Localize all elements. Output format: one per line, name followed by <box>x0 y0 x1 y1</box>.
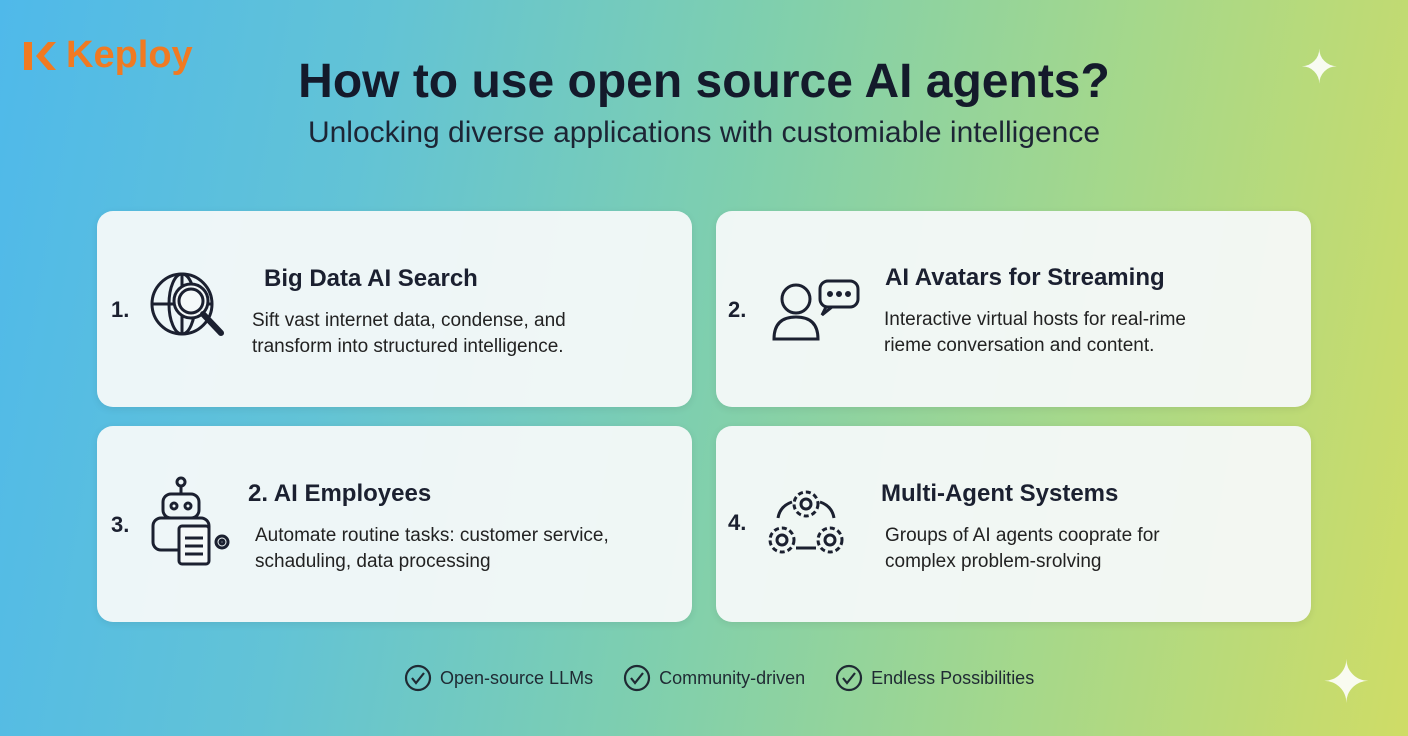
card-number: 2. <box>728 297 747 322</box>
robot-clipboard-icon <box>151 476 230 566</box>
check-circle-icon <box>404 664 432 692</box>
card-ai-employees: 3. 2. AI Employees Automate routine task… <box>97 426 692 622</box>
page-subtitle: Unlocking diverse applications with cust… <box>307 116 1101 149</box>
feature-item: Community-driven <box>623 664 805 692</box>
card-number: 4. <box>728 510 747 535</box>
card-title: Big Data AI Search <box>264 265 478 292</box>
card-description: Groups of AI agents cooprate for complex … <box>885 523 1160 575</box>
desc-line: schaduling, data processing <box>255 551 491 572</box>
page-title: How to use open source AI agents? <box>298 55 1110 108</box>
keploy-logo-icon <box>24 41 56 70</box>
desc-line: rieme conversation and content. <box>884 335 1155 356</box>
check-circle-icon <box>623 664 651 692</box>
card-title: AI Avatars for Streaming <box>885 264 1165 291</box>
sparkle-icon: ✦ <box>1322 650 1371 715</box>
card-ai-avatars: 2. AI Avatars for Streaming Interactive … <box>716 211 1311 407</box>
card-big-data-ai-search: 1. Big Data AI Search Sift vast internet… <box>97 211 692 407</box>
desc-line: Groups of AI agents cooprate for <box>885 525 1160 546</box>
feature-label: Endless Possibilities <box>871 667 1035 688</box>
card-description: Automate routine tasks: customer service… <box>255 523 609 575</box>
gears-icon <box>768 490 844 554</box>
card-number: 3. <box>111 512 130 537</box>
desc-line: transform into structured intelligence. <box>252 336 564 357</box>
globe-search-icon <box>150 272 224 336</box>
card-title: 2. AI Employees <box>248 480 432 507</box>
card-multi-agent-systems: 4. Multi-Agent Systems Groups of AI agen… <box>716 426 1311 622</box>
card-description: Interactive virtual hosts for real-rime r… <box>884 307 1186 359</box>
feature-label: Community-driven <box>659 667 806 688</box>
feature-list: Open-source LLMs Community-driven Endles… <box>404 664 1034 692</box>
sparkle-icon: ✦ <box>1300 41 1339 93</box>
desc-line: complex problem-srolving <box>885 551 1102 572</box>
feature-item: Open-source LLMs <box>404 664 593 692</box>
brand-name: Keploy <box>66 34 193 76</box>
desc-line: Interactive virtual hosts for real-rime <box>884 309 1186 330</box>
avatar-chat-icon <box>772 279 860 341</box>
desc-line: Sift vast internet data, condense, and <box>252 310 566 331</box>
desc-line: Automate routine tasks: customer service… <box>255 525 609 546</box>
feature-item: Endless Possibilities <box>835 664 1034 692</box>
keploy-logo: Keploy <box>18 34 193 77</box>
feature-label: Open-source LLMs <box>440 667 594 688</box>
card-title: Multi-Agent Systems <box>881 480 1119 507</box>
card-number: 1. <box>111 297 130 322</box>
card-description: Sift vast internet data, condense, and tr… <box>252 308 566 360</box>
check-circle-icon <box>836 664 863 692</box>
